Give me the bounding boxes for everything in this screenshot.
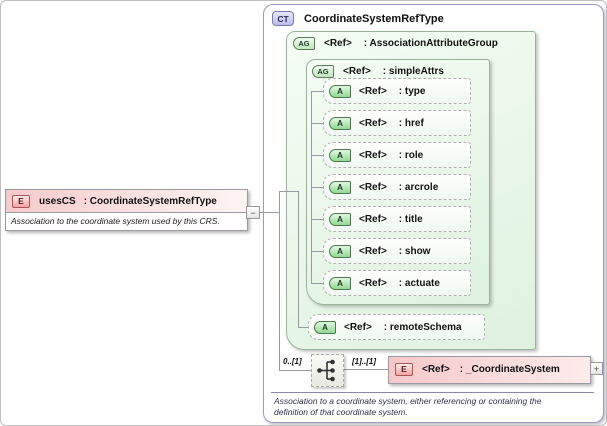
- attr-label: : arcrole: [398, 181, 439, 193]
- element-icon: E: [395, 362, 413, 376]
- attribute-group-icon: AG: [293, 37, 315, 50]
- attribute-icon: A: [329, 180, 351, 194]
- attr-label: : href: [398, 117, 424, 129]
- tree-line: [298, 327, 308, 328]
- attr-label: : actuate: [398, 277, 440, 289]
- attr-ref: <Ref>: [359, 117, 387, 129]
- occurrence-label-right: [1]..[1]: [352, 357, 376, 366]
- association-attribute-group-header: AG <Ref> : AssociationAttributeGroup: [287, 32, 535, 50]
- simple-attrs-label: : simpleAttrs: [382, 66, 444, 77]
- tree-line: [298, 191, 299, 328]
- attribute-icon: A: [329, 244, 351, 258]
- divider: [271, 392, 594, 393]
- ct-title: CoordinateSystemRefType: [304, 12, 444, 25]
- ct-header: CT CoordinateSystemRefType: [264, 5, 603, 26]
- coordinate-system-element-box[interactable]: E <Ref> : _CoordinateSystem: [388, 356, 591, 384]
- attr-label: : remoteSchema: [383, 321, 462, 333]
- attribute-icon: A: [329, 84, 351, 98]
- complex-type-box[interactable]: CT CoordinateSystemRefType: [263, 4, 604, 423]
- uses-cs-annotation: Association to the coordinate system use…: [6, 212, 247, 230]
- attr-ref: <Ref>: [359, 149, 387, 161]
- tree-line: [311, 91, 323, 92]
- sequence-icon: [317, 359, 335, 382]
- expand-toggle[interactable]: +: [590, 362, 603, 375]
- tree-line: [311, 123, 323, 124]
- element-icon: E: [12, 194, 30, 208]
- tree-line: [343, 369, 388, 370]
- assoc-group-ref: <Ref>: [324, 38, 352, 49]
- attribute-row-href[interactable]: A <Ref> : href: [323, 110, 471, 136]
- occurrence-label-left: 0..[1]: [283, 357, 302, 366]
- attr-ref: <Ref>: [359, 213, 387, 225]
- attr-ref: <Ref>: [359, 245, 387, 257]
- coordinate-system-label: : _CoordinateSystem: [459, 363, 560, 375]
- attr-label: : title: [398, 213, 423, 225]
- attribute-icon: A: [329, 148, 351, 162]
- attr-ref: <Ref>: [359, 85, 387, 97]
- ct-annotation: Association to a coordinate system, eith…: [274, 396, 542, 417]
- attribute-icon: A: [329, 116, 351, 130]
- attribute-row-remote-schema[interactable]: A <Ref> : remoteSchema: [308, 314, 485, 340]
- tree-line: [311, 187, 323, 188]
- attribute-row-role[interactable]: A <Ref> : role: [323, 142, 471, 168]
- attribute-icon: A: [329, 212, 351, 226]
- coordinate-system-header: E <Ref> : _CoordinateSystem: [389, 357, 590, 381]
- attribute-icon: A: [329, 276, 351, 290]
- uses-cs-header: E usesCS : CoordinateSystemRefType: [6, 190, 247, 212]
- attr-ref: <Ref>: [359, 277, 387, 289]
- tree-line: [311, 155, 323, 156]
- sequence-compositor[interactable]: [311, 354, 344, 387]
- attr-label: : type: [398, 85, 426, 97]
- tree-line: [279, 370, 311, 371]
- attribute-row-arcrole[interactable]: A <Ref> : arcrole: [323, 174, 471, 200]
- attribute-row-type[interactable]: A <Ref> : type: [323, 78, 471, 104]
- tree-line: [311, 283, 323, 284]
- simple-attrs-ref: <Ref>: [343, 66, 371, 77]
- attribute-icon: A: [314, 320, 336, 334]
- attr-ref: <Ref>: [344, 321, 372, 333]
- uses-cs-element-box[interactable]: E usesCS : CoordinateSystemRefType Assoc…: [5, 189, 248, 231]
- uses-cs-type: : CoordinateSystemRefType: [83, 195, 217, 207]
- tree-line: [279, 191, 298, 192]
- complex-type-icon: CT: [272, 11, 294, 26]
- assoc-group-label: : AssociationAttributeGroup: [363, 38, 498, 49]
- attribute-group-icon: AG: [312, 65, 334, 78]
- coordinate-system-ref: <Ref>: [422, 363, 450, 375]
- attr-ref: <Ref>: [359, 181, 387, 193]
- attribute-row-actuate[interactable]: A <Ref> : actuate: [323, 270, 471, 296]
- tree-line: [311, 251, 323, 252]
- simple-attrs-header: AG <Ref> : simpleAttrs: [307, 60, 489, 78]
- attr-label: : show: [398, 245, 431, 257]
- attr-label: : role: [398, 149, 424, 161]
- uses-cs-name: usesCS: [39, 195, 76, 207]
- tree-line: [311, 219, 323, 220]
- connector-line: [260, 212, 279, 213]
- attribute-row-show[interactable]: A <Ref> : show: [323, 238, 471, 264]
- tree-line: [279, 191, 280, 371]
- attribute-row-title[interactable]: A <Ref> : title: [323, 206, 471, 232]
- collapse-toggle[interactable]: −: [246, 206, 260, 219]
